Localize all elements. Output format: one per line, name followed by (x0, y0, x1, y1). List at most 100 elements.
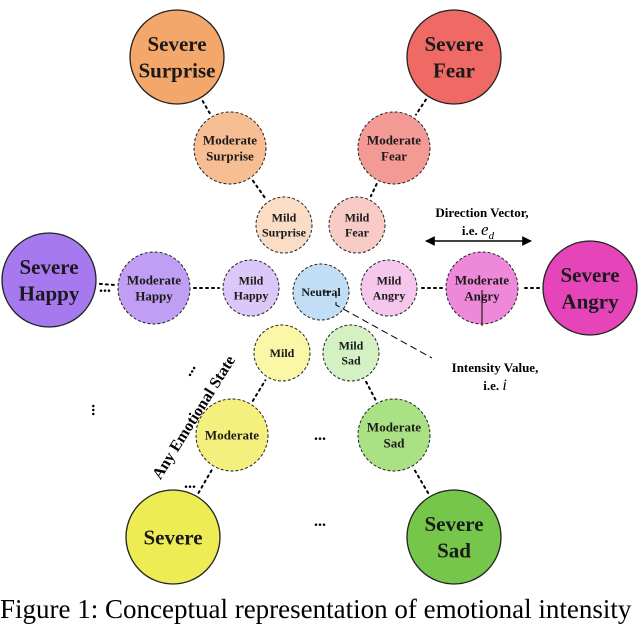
ellipsis-mark: ... (99, 279, 111, 296)
direction-symbol: e (481, 220, 489, 239)
node-label-mild-0: Mild (270, 346, 295, 360)
emotion-nodes: SevereSurpriseModerateSurpriseMildSurpri… (1, 9, 638, 585)
node-label-mild-sad-1: Sad (341, 354, 361, 368)
node-label-mild-fear-0: Mild (345, 211, 370, 225)
node-label-severe-fear-1: Fear (433, 58, 475, 82)
node-label-severe-sad-0: Severe (424, 512, 483, 536)
direction-ie-text: i.e. (462, 223, 481, 238)
edge-severe-fear-to-moderate-fear (415, 98, 427, 116)
direction-vector-annotation: Direction Vector, i.e. ed (425, 205, 532, 246)
node-circle-moderate-fear (357, 111, 431, 185)
figure-caption: Figure 1: Conceptual representation of e… (0, 594, 632, 624)
edge-severe-sad-to-moderate-sad (413, 468, 430, 495)
node-label-mild-angry-0: Mild (377, 274, 402, 288)
node-label-mild-surprise-0: Mild (272, 211, 297, 225)
node-circle-moderate-happy (117, 251, 191, 325)
node-label-moderate-happy-1: Happy (135, 289, 173, 304)
node-label-moderate-0: Moderate (205, 428, 259, 443)
node-circle-mild-happy (222, 259, 280, 317)
edge-moderate-sad-to-mild-sad (364, 380, 377, 401)
node-label-mild-angry-1: Angry (373, 289, 406, 303)
intensity-ie-text: i.e. (483, 378, 502, 393)
node-circle-moderate (195, 398, 269, 472)
node-label-mild-sad-0: Mild (339, 339, 364, 353)
node-label-mild-fear-1: Fear (345, 226, 370, 240)
node-label-severe-0: Severe (143, 525, 202, 549)
node-circle-severe-surprise (129, 9, 225, 105)
node-circle-moderate-surprise (193, 111, 267, 185)
node-moderate: Moderate (195, 398, 269, 472)
node-severe: Severe (125, 489, 221, 585)
node-circle-severe-happy (1, 232, 97, 328)
node-label-moderate-fear-1: Fear (381, 149, 407, 164)
node-label-moderate-fear-0: Moderate (367, 132, 421, 147)
node-circle-severe-angry (542, 240, 638, 336)
intensity-annotation: Intensity Value, i.e. i (324, 290, 538, 394)
edge-severe-surprise-to-moderate-surprise (201, 100, 211, 115)
node-label-mild-happy-1: Happy (234, 289, 269, 303)
node-label-severe-angry-0: Severe (560, 263, 619, 287)
direction-subscript: d (489, 230, 495, 242)
node-circle-mild-angry (360, 259, 418, 317)
node-circle-severe-sad (406, 489, 502, 585)
edge-moderate-surprise-to-mild-surprise (251, 179, 267, 200)
node-label-moderate-sad-0: Moderate (367, 419, 421, 434)
node-label-mild-surprise-1: Surprise (262, 226, 307, 240)
node-circle-mild (253, 324, 311, 382)
intensity-title: Intensity Value, (452, 360, 539, 375)
node-label-moderate-sad-1: Sad (384, 436, 406, 451)
edge-severe-happy-to-moderate-happy (98, 282, 116, 286)
node-label-severe-sad-1: Sad (437, 538, 471, 562)
direction-vector-title: Direction Vector, (435, 205, 528, 220)
node-circle-mild-surprise (255, 196, 313, 254)
node-label-severe-surprise-1: Surprise (138, 58, 215, 82)
node-neutral: Neutral (292, 263, 350, 321)
node-label-mild-happy-0: Mild (239, 274, 264, 288)
node-label-moderate-surprise-0: Moderate (203, 132, 257, 147)
node-mild: Mild (253, 324, 311, 382)
node-label-severe-happy-0: Severe (19, 255, 78, 279)
node-label-severe-angry-1: Angry (561, 289, 619, 313)
ellipsis-mark: ... (314, 427, 326, 444)
node-label-moderate-surprise-1: Surprise (206, 149, 254, 164)
node-label-moderate-angry-0: Moderate (455, 272, 509, 287)
node-circle-mild-sad (322, 324, 380, 382)
node-label-moderate-happy-0: Moderate (127, 272, 181, 287)
node-circle-moderate-sad (357, 398, 431, 472)
node-circle-severe (125, 489, 221, 585)
node-label-severe-fear-0: Severe (424, 32, 483, 56)
node-label-severe-surprise-0: Severe (147, 32, 206, 56)
node-label-severe-happy-1: Happy (19, 281, 80, 305)
node-circle-neutral (292, 263, 350, 321)
ellipsis-mark: ... (179, 360, 200, 379)
node-circle-severe-fear (406, 9, 502, 105)
ellipsis-mark: ... (88, 404, 105, 416)
edge-moderate-to-mild (251, 379, 267, 402)
edge-severe-to-moderate (197, 468, 213, 494)
direction-vector-ie: i.e. ed (462, 220, 495, 242)
intensity-ie: i.e. i (483, 377, 507, 394)
node-label-neutral-0: Neutral (301, 285, 341, 299)
node-circle-mild-fear (328, 196, 386, 254)
edge-moderate-fear-to-mild-fear (369, 183, 378, 198)
intensity-symbol: i (502, 377, 506, 394)
connector-lines (98, 98, 540, 495)
ellipsis-mark: ... (314, 513, 326, 530)
ellipsis-mark: ... (184, 475, 196, 492)
